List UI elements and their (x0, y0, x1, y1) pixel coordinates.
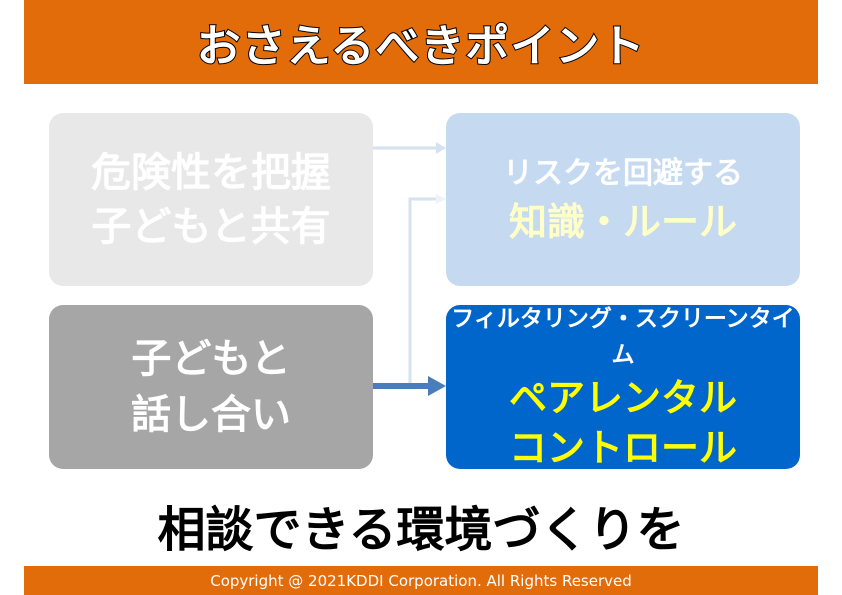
arrow-talk-to-knowledge (408, 197, 436, 385)
box-risk-awareness: 危険性を把握 子どもと共有 (49, 113, 373, 286)
box-text: 危険性を把握 (91, 149, 331, 196)
box-text: コントロール (508, 426, 737, 470)
box-text: 知識・ルール (508, 199, 737, 244)
box-parental-control: フィルタリング・スクリーンタイム ペアレンタル コントロール (446, 305, 800, 470)
title-bar: おさえるべきポイント (24, 0, 818, 84)
box-knowledge-rules: リスクを回避する 知識・ルール (446, 113, 800, 286)
box-subtext: フィルタリング・スクリーンタイム (451, 306, 795, 368)
box-subtext: リスクを回避する (503, 155, 743, 191)
box-talk-with-children: 子どもと 話し合い (49, 305, 373, 469)
footer-bar: Copyright @ 2021KDDI Corporation. All Ri… (24, 566, 818, 595)
box-text: 子どもと (131, 336, 291, 382)
box-text: 子どもと共有 (91, 203, 331, 250)
page-title: おさえるべきポイント (196, 20, 646, 73)
box-text: 話し合い (131, 392, 291, 438)
copyright-text: Copyright @ 2021KDDI Corporation. All Ri… (210, 571, 632, 590)
box-text: ペアレンタル (508, 376, 737, 420)
key-message: 相談できる環境づくりを (157, 502, 685, 558)
